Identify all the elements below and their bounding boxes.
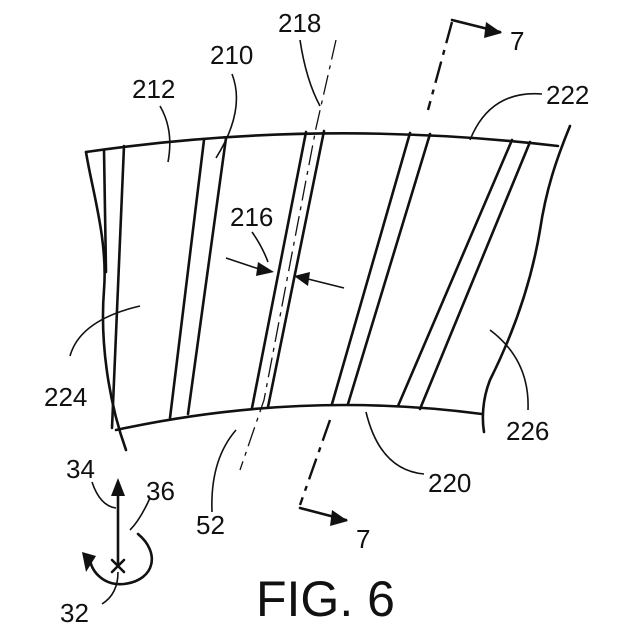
label-226: 226 [506,416,549,446]
dimension-arrowhead-right [294,272,310,286]
label-210: 210 [210,40,253,70]
label-222: 222 [546,80,589,110]
leader-218 [300,40,320,106]
section-bottom-arrowhead [330,510,348,526]
label-32: 32 [60,598,89,628]
leader-212 [160,106,170,162]
label-216: 216 [230,202,273,232]
section-top-arrowhead [484,22,502,38]
strip-line [348,134,430,404]
leader-220 [366,412,424,474]
label-52: 52 [196,510,225,540]
leader-52 [212,430,236,512]
label-224: 224 [44,382,87,412]
label-34: 34 [66,454,95,484]
strip-line [170,140,204,418]
axis-36-arc [90,534,152,584]
section-line-7-7: 7 7 [300,20,524,554]
label-220: 220 [428,468,471,498]
label-36: 36 [146,476,175,506]
strip-line [188,138,226,414]
coordinate-symbol [82,478,152,604]
label-218: 218 [278,8,321,38]
leader-222 [470,94,542,140]
leader-32 [102,572,118,604]
dimension-arrowhead-left [256,262,274,276]
section-mark-top: 7 [510,26,524,56]
dimension-line-right [304,278,344,288]
axis-34-arrowhead [111,478,125,496]
leader-216 [252,232,268,262]
strip-line [268,131,324,407]
dimension-line-left [226,258,262,270]
section-line [300,420,330,505]
strip-line [420,142,530,409]
section-mark-bottom: 7 [356,524,370,554]
strip-lines [104,131,530,428]
figure-caption: FIG. 6 [256,571,395,627]
strip-line [332,133,410,404]
label-212: 212 [132,74,175,104]
section-line [428,22,452,110]
strip-line [112,146,124,428]
